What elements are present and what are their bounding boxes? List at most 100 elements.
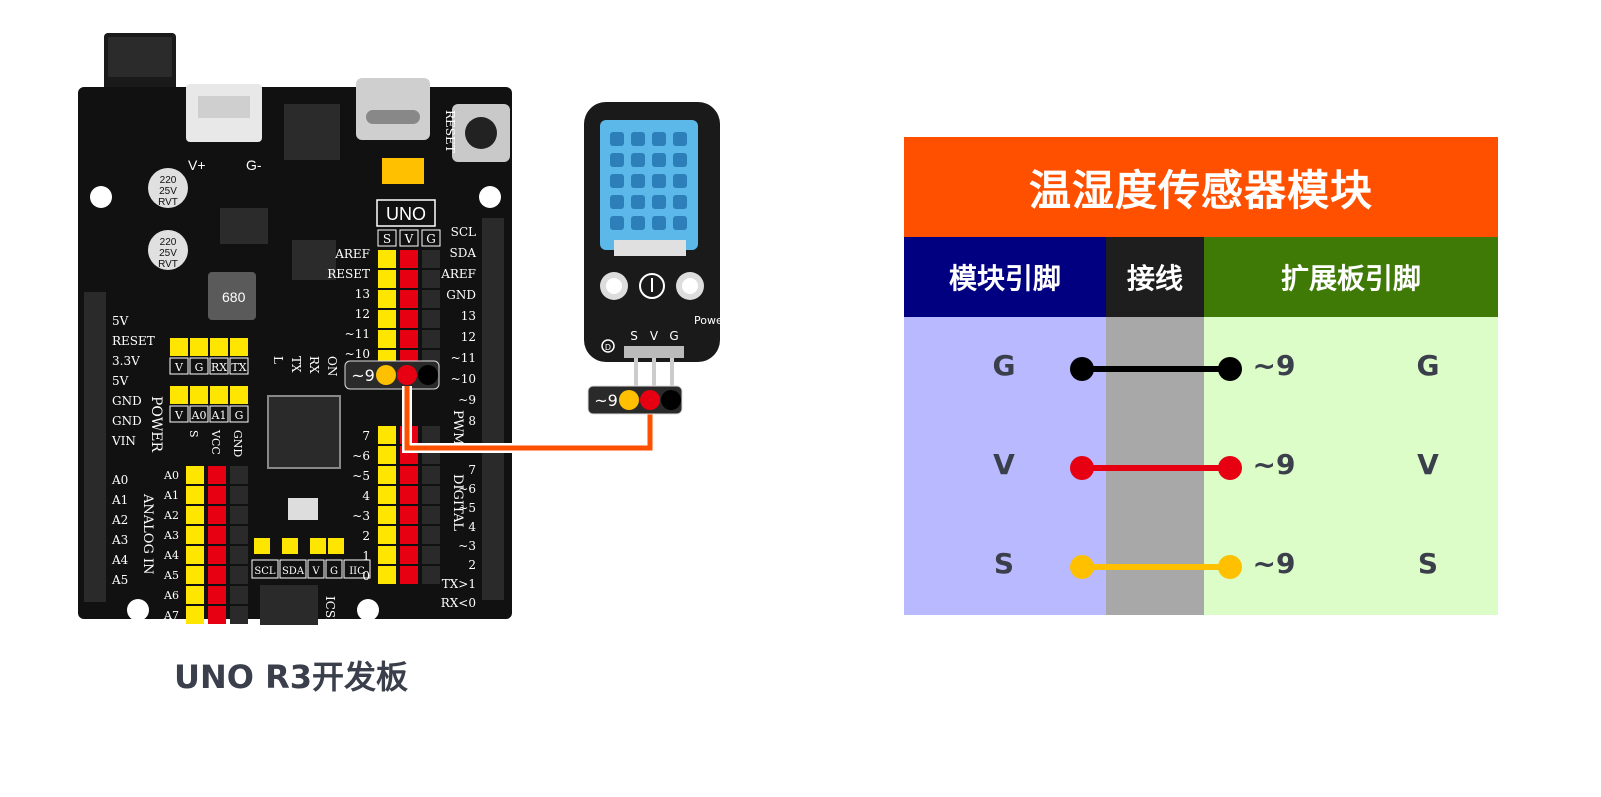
header-label: A0: [191, 409, 207, 422]
header-label-box: [229, 405, 249, 423]
power-label: POWER: [148, 396, 164, 453]
right-pin-label: ~9: [458, 393, 476, 407]
left-pin-label: RESET: [112, 334, 155, 348]
thermometer-icon: [639, 273, 665, 299]
right-pin-label: 8: [468, 414, 476, 428]
wire-s: [1082, 564, 1230, 570]
inductor: [208, 272, 256, 320]
wire-v: [1082, 465, 1230, 471]
header-pin: [230, 506, 248, 524]
header-pin: [400, 290, 418, 308]
crystal: [382, 158, 424, 184]
pin-mapping-table: 温湿度传感器模块 模块引脚 接线 扩展板引脚 G V S ~9 ~9 ~9 G …: [904, 137, 1498, 615]
right-header-labels: SCLSDAAREFGND1312~11~10~987~6~54~32TX>1R…: [440, 225, 476, 610]
digital-right-label: 2: [468, 558, 476, 572]
header-pin: [378, 426, 396, 444]
analog-pin-label: A5: [111, 573, 128, 587]
analog-pin-label: A2: [111, 513, 128, 527]
header-pin: [422, 526, 440, 544]
digital-label: DIGITAL: [450, 474, 465, 531]
header-module-pin: 模块引脚: [904, 237, 1106, 317]
digital-right-label: ~5: [458, 501, 476, 515]
wire-s-start-dot: [1070, 555, 1094, 579]
header-label: TX: [231, 361, 246, 374]
header-pin: [254, 538, 270, 554]
analog-row-label: A4: [163, 549, 179, 562]
digital-right-label: ~3: [458, 539, 476, 553]
header-pin: [230, 566, 248, 584]
header-pin: [378, 546, 396, 564]
header-pin: [210, 386, 228, 404]
mount-hole: [90, 186, 112, 208]
header-pin: [210, 338, 228, 356]
header-label-box: [169, 405, 189, 423]
module-pin-g: G: [992, 349, 1016, 382]
digital-col-label: G: [426, 232, 436, 246]
header-pin: [230, 606, 248, 624]
header-pin: [378, 446, 396, 464]
grille-hole: [610, 216, 624, 230]
inner-pin-label: AREF: [334, 247, 370, 261]
board-pin-g: G: [1416, 349, 1440, 382]
header-board-pin: 扩展板引脚: [1204, 237, 1498, 317]
wire-s-end-dot: [1218, 555, 1242, 579]
left-pin-label: GND: [112, 394, 142, 408]
right-pin-label: ~10: [451, 372, 476, 386]
header-pin: [208, 486, 226, 504]
analog-row-label: A6: [163, 589, 179, 602]
header-label-box: [377, 229, 397, 247]
reset-label: RESET: [443, 110, 457, 153]
left-header: [84, 292, 106, 602]
header-pin: [230, 586, 248, 604]
header-pin: [230, 526, 248, 544]
digital-right-label: 7: [468, 463, 476, 477]
digital-pin-label: ~5: [352, 469, 370, 483]
capacitor-1: 220 25V RVT: [148, 168, 188, 208]
left-pin-label: 5V: [112, 314, 129, 328]
digital-pin-label: 0: [362, 569, 370, 583]
grille-hole: [610, 174, 624, 188]
header-pin: [422, 426, 440, 444]
digital-pin-label: 1: [362, 549, 370, 563]
right-header: [482, 218, 504, 600]
led-label: L: [271, 356, 285, 364]
i2c-label: SDA: [282, 566, 305, 577]
grille-hole: [610, 195, 624, 209]
header-label-box: [343, 559, 371, 579]
svg-text:RVT: RVT: [158, 259, 178, 270]
header-pin: [208, 506, 226, 524]
header-label-box: [209, 405, 229, 423]
grille-hole: [631, 132, 645, 146]
digital-right-label: ~6: [458, 482, 476, 496]
vplus-label: V+: [188, 157, 206, 173]
header-pin: [378, 486, 396, 504]
header-label-box: [209, 357, 229, 375]
sensor-grille: [610, 132, 687, 230]
grille-hole: [652, 195, 666, 209]
digital-pin-label: 7: [362, 429, 370, 443]
board-pin-tag: ~9: [344, 360, 440, 390]
led-label: ON: [325, 356, 339, 376]
header-label-box: [169, 357, 189, 375]
header-pin: [208, 606, 226, 624]
wire-g: [1082, 366, 1230, 372]
usb-c-port: [356, 78, 430, 140]
header-label: RX: [211, 361, 227, 374]
header-pin: [378, 270, 396, 288]
i2c-label: IIC: [349, 566, 365, 577]
analog-row-label: A7: [163, 609, 179, 622]
sensor-pin-tag: ~9: [587, 385, 683, 415]
header-pin: [422, 290, 440, 308]
header-pin: [208, 546, 226, 564]
grille-hole: [652, 174, 666, 188]
sensor-d-label: D: [605, 343, 611, 352]
header-pin: [422, 466, 440, 484]
i2c-label: SCL: [254, 566, 276, 577]
grille-hole: [652, 216, 666, 230]
header-pin: [422, 270, 440, 288]
header-pin: [186, 586, 204, 604]
header-pin: [208, 586, 226, 604]
